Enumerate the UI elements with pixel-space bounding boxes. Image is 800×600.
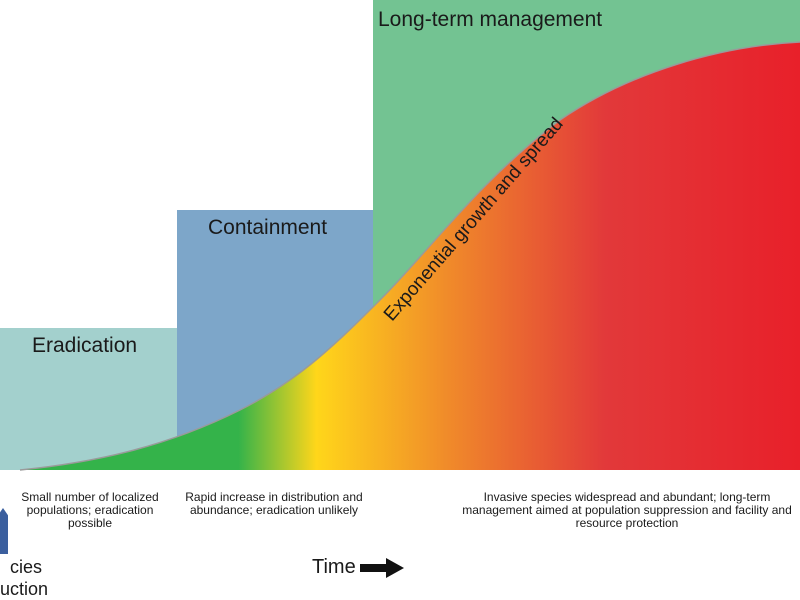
- species-introduction-label: cies uction: [0, 556, 48, 600]
- time-label-text: Time: [312, 556, 356, 578]
- growth-curve-area: [20, 42, 800, 470]
- description-early: Small number of localized populations; e…: [21, 490, 159, 530]
- containment-label: Containment: [208, 216, 328, 239]
- intro-line-1: cies: [10, 557, 43, 577]
- description-late: Invasive species widespread and abundant…: [462, 490, 792, 530]
- long-term-management-label: Long-term management: [378, 8, 603, 31]
- time-axis-label: Time: [312, 556, 404, 579]
- up-arrow-icon: [0, 508, 8, 554]
- intro-line-2: uction: [0, 579, 49, 599]
- description-middle: Rapid increase in distribution and abund…: [185, 490, 363, 517]
- growth-curve-line: [19, 41, 800, 471]
- right-arrow-icon: [359, 557, 404, 578]
- eradication-label: Eradication: [32, 334, 138, 357]
